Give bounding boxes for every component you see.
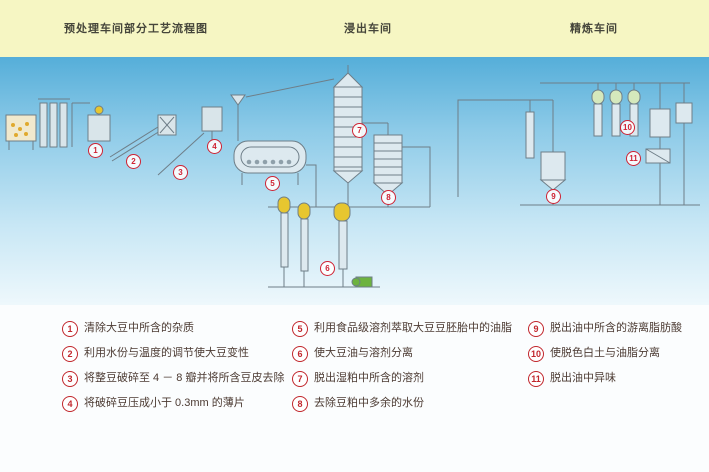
legend-item: 3 将整豆破碎至 4 － 8 瓣并将所含豆皮去除 (62, 371, 288, 387)
legend-text: 去除豆粕中多余的水份 (314, 397, 424, 409)
legend-text: 清除大豆中所含的杂质 (84, 322, 194, 334)
legend-text: 脱出油中所含的游离脂肪酸 (550, 322, 682, 334)
legend-number-badge: 7 (292, 371, 308, 387)
section-title-refining: 精炼车间 (570, 23, 618, 35)
process-equipment-art (5, 65, 700, 288)
legend-item: 4 将破碎豆压成小于 0.3mm 的薄片 (62, 396, 288, 412)
legend-item: 5 利用食品级溶剂萃取大豆豆胚胎中的油脂 (292, 321, 522, 337)
legend-item: 9 脱出油中所含的游离脂肪酸 (528, 321, 706, 337)
legend-number-badge: 5 (292, 321, 308, 337)
legend-column-refining: 9 脱出油中所含的游离脂肪酸 10 使脱色白土与油脂分离 11 脱出油中异味 (528, 321, 706, 396)
legend-number-badge: 3 (62, 371, 78, 387)
header-band: 预处理车间部分工艺流程图 浸出车间 精炼车间 (0, 0, 709, 58)
legend-item: 2 利用水份与温度的调节使大豆变性 (62, 346, 288, 362)
equipment-marker-7: 7 (352, 123, 367, 138)
legend-number-badge: 2 (62, 346, 78, 362)
legend-text: 使大豆油与溶剂分离 (314, 347, 413, 359)
equipment-marker-5: 5 (265, 176, 280, 191)
legend-number-badge: 8 (292, 396, 308, 412)
legend-number-badge: 9 (528, 321, 544, 337)
legend-item: 11 脱出油中异味 (528, 371, 706, 387)
legend-number-badge: 10 (528, 346, 544, 362)
legend-item: 6 使大豆油与溶剂分离 (292, 346, 522, 362)
equipment-marker-9: 9 (546, 189, 561, 204)
diagram-area: 1 2 3 4 5 6 7 8 9 10 11 (0, 57, 709, 305)
section-title-extraction: 浸出车间 (344, 23, 392, 35)
legend-item: 1 清除大豆中所含的杂质 (62, 321, 288, 337)
legend-item: 10 使脱色白土与油脂分离 (528, 346, 706, 362)
legend-text: 脱出油中异味 (550, 372, 616, 384)
legend-text: 利用水份与温度的调节使大豆变性 (84, 347, 249, 359)
legend-text: 利用食品级溶剂萃取大豆豆胚胎中的油脂 (314, 322, 512, 334)
equipment-marker-8: 8 (381, 190, 396, 205)
equipment-marker-2: 2 (126, 154, 141, 169)
legend-number-badge: 11 (528, 371, 544, 387)
legend-column-pretreatment: 1 清除大豆中所含的杂质 2 利用水份与温度的调节使大豆变性 3 将整豆破碎至 … (62, 321, 288, 421)
legend-text: 使脱色白土与油脂分离 (550, 347, 660, 359)
equipment-marker-10: 10 (620, 120, 635, 135)
equipment-marker-3: 3 (173, 165, 188, 180)
legend-item: 7 脱出湿粕中所含的溶剂 (292, 371, 522, 387)
legend-text: 将破碎豆压成小于 0.3mm 的薄片 (84, 397, 245, 409)
equipment-marker-4: 4 (207, 139, 222, 154)
equipment-marker-6: 6 (320, 261, 335, 276)
legend-item: 8 去除豆粕中多余的水份 (292, 396, 522, 412)
legend-number-badge: 4 (62, 396, 78, 412)
equipment-marker-1: 1 (88, 143, 103, 158)
legend-text: 脱出湿粕中所含的溶剂 (314, 372, 424, 384)
section-title-pretreatment: 预处理车间部分工艺流程图 (64, 23, 208, 35)
legend-area: 1 清除大豆中所含的杂质 2 利用水份与温度的调节使大豆变性 3 将整豆破碎至 … (0, 305, 709, 472)
legend-number-badge: 6 (292, 346, 308, 362)
legend-column-extraction: 5 利用食品级溶剂萃取大豆豆胚胎中的油脂 6 使大豆油与溶剂分离 7 脱出湿粕中… (292, 321, 522, 421)
equipment-marker-11: 11 (626, 151, 641, 166)
legend-text: 将整豆破碎至 4 － 8 瓣并将所含豆皮去除 (84, 372, 285, 384)
legend-number-badge: 1 (62, 321, 78, 337)
